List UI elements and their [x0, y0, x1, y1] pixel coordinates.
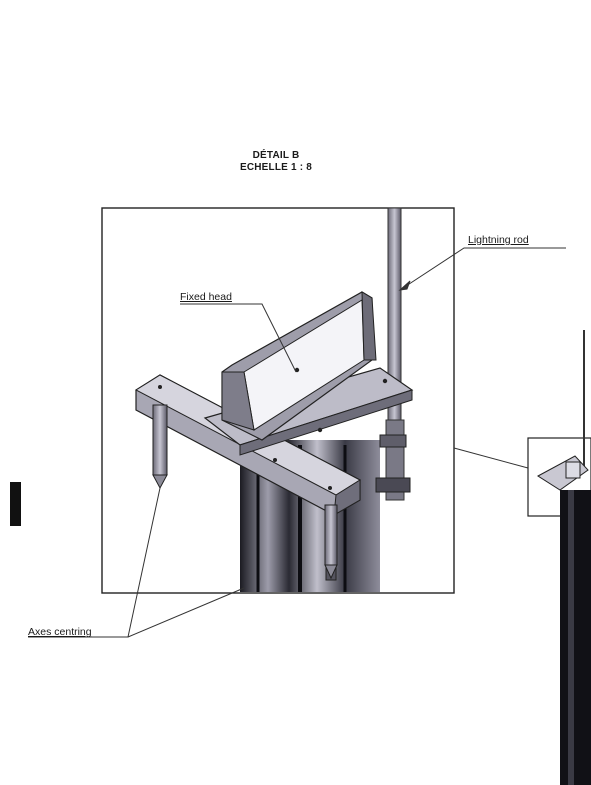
fixed-head — [221, 291, 377, 441]
partial-left-element — [10, 482, 21, 526]
lightning-rod-callout: Lightning rod — [468, 234, 529, 246]
centring-pin-right — [324, 504, 338, 580]
lightning-rod — [375, 207, 411, 501]
centring-pin-left — [152, 404, 168, 490]
fixed-head-callout: Fixed head — [180, 291, 232, 303]
leader-lines — [28, 247, 566, 638]
axes-centring-callout: Axes centring — [28, 626, 92, 638]
detail-frame — [101, 207, 455, 594]
detail-view-scale: ECHELLE 1 : 8 — [239, 162, 313, 173]
overall-view — [527, 330, 591, 785]
detail-view-title: DÉTAIL B — [252, 150, 300, 161]
